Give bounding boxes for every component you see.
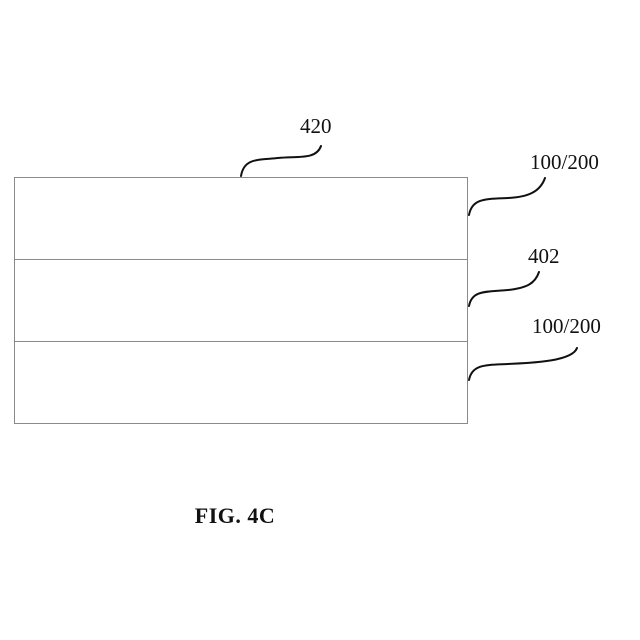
figure-caption: FIG. 4C <box>0 503 470 529</box>
lower-layer <box>15 342 468 424</box>
leader-line-lower-100-200 <box>469 348 577 380</box>
ref-label-upper-100-200: 100/200 <box>530 150 599 174</box>
leader-line-420 <box>241 146 321 176</box>
middle-layer <box>15 260 468 342</box>
ref-label-402: 402 <box>528 244 560 268</box>
ref-label-420: 420 <box>300 114 332 138</box>
ref-label-lower-100-200: 100/200 <box>532 314 601 338</box>
leader-line-402 <box>469 272 539 306</box>
upper-layer <box>15 178 468 260</box>
leader-line-upper-100-200 <box>469 178 545 215</box>
